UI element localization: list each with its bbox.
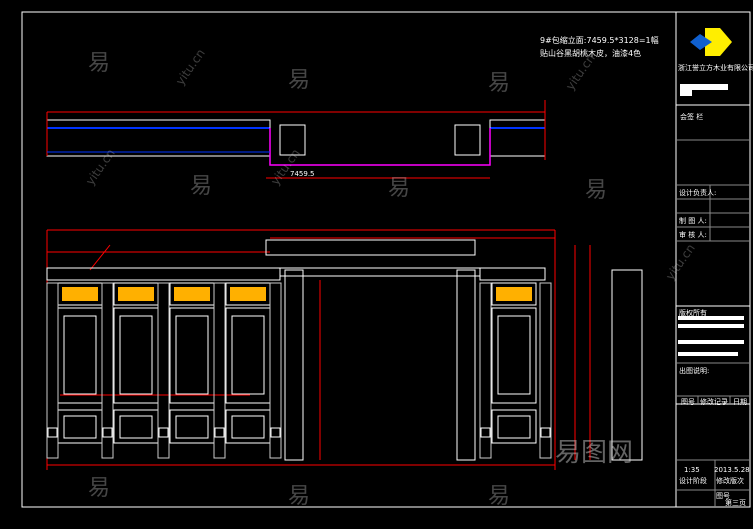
pilaster-block <box>214 427 225 438</box>
drawing-notes-label: 出图说明: <box>679 367 710 375</box>
watermark-glyph: 易 <box>190 174 213 199</box>
lower-inner-panel <box>231 415 265 439</box>
door-inner-panel <box>63 315 97 395</box>
drawn-by-label: 制 图 人: <box>679 217 707 225</box>
pilaster <box>269 282 282 459</box>
plan-view <box>46 100 546 179</box>
watermark-glyph: 易 <box>288 68 311 93</box>
company-logo-icon <box>690 28 732 56</box>
lower-inner-panel <box>497 415 531 439</box>
door-inner-panel <box>497 315 531 395</box>
watermark-glyph: 易 <box>488 71 511 96</box>
revision-label: 修改版次 <box>716 477 744 485</box>
watermark-glyph: 易 <box>288 484 311 509</box>
lower-inner-panel <box>175 415 209 439</box>
header-drawing-no: 图号 <box>681 398 695 406</box>
pilaster-block <box>540 427 551 438</box>
pilaster-block <box>102 427 113 438</box>
frieze-panel <box>491 282 537 306</box>
watermark-glyph: 易 <box>488 484 511 509</box>
copyright-label: 版权所有 <box>679 309 707 317</box>
door-panel <box>491 307 537 404</box>
sheet-label: 图号 <box>716 492 730 500</box>
header-revision-record: 修改记录 <box>700 398 728 406</box>
carved-ornament <box>230 287 266 301</box>
door-panels <box>46 282 552 459</box>
watermark-glyph: 易 <box>388 176 411 201</box>
countersign-label: 会签 栏 <box>680 113 704 121</box>
overall-width-dim: 7459.5 <box>290 170 315 178</box>
carved-ornament <box>62 287 98 301</box>
pilaster-block <box>158 427 169 438</box>
watermark-glyph: 易 <box>88 51 111 76</box>
lower-inner-panel <box>119 415 153 439</box>
pilaster-block <box>270 427 281 438</box>
watermark-glyph: 易 <box>585 178 608 203</box>
company-name: 浙江誉立方木业有限公司 <box>678 64 753 72</box>
pilaster <box>539 282 552 459</box>
carved-ornament <box>174 287 210 301</box>
header-date: 日期 <box>733 398 747 406</box>
lower-inner-panel <box>63 415 97 439</box>
pilaster <box>213 282 226 459</box>
watermark-glyph: 易 <box>88 476 111 501</box>
watermark-brand: 易图网 <box>555 438 634 468</box>
designer-lead-label: 设计负责人: <box>679 189 717 197</box>
scale-value: 1:35 <box>684 466 700 474</box>
elevation-view <box>46 239 643 461</box>
page-number: 第三页 <box>725 499 746 507</box>
design-stage-label: 设计阶段 <box>679 477 707 485</box>
carved-ornament <box>496 287 532 301</box>
lower-panel <box>491 409 537 444</box>
note-line-1: 9#包缩立面:7459.5*3128=1幅 <box>540 36 659 45</box>
note-line-2: 贴山谷黑胡桃木皮，油漆4色 <box>540 49 642 58</box>
pilaster <box>157 282 170 459</box>
date-value: 2013.5.28 <box>714 466 750 474</box>
door-inner-panel <box>231 315 265 395</box>
pilaster <box>46 282 59 459</box>
pilaster-block <box>480 427 491 438</box>
door-inner-panel <box>175 315 209 395</box>
pilaster <box>101 282 114 459</box>
carved-ornament <box>118 287 154 301</box>
pilaster-block <box>47 427 58 438</box>
pilaster <box>479 282 492 459</box>
drawing-frame <box>21 11 751 508</box>
checked-by-label: 审 核 人: <box>679 231 707 239</box>
door-inner-panel <box>119 315 153 395</box>
